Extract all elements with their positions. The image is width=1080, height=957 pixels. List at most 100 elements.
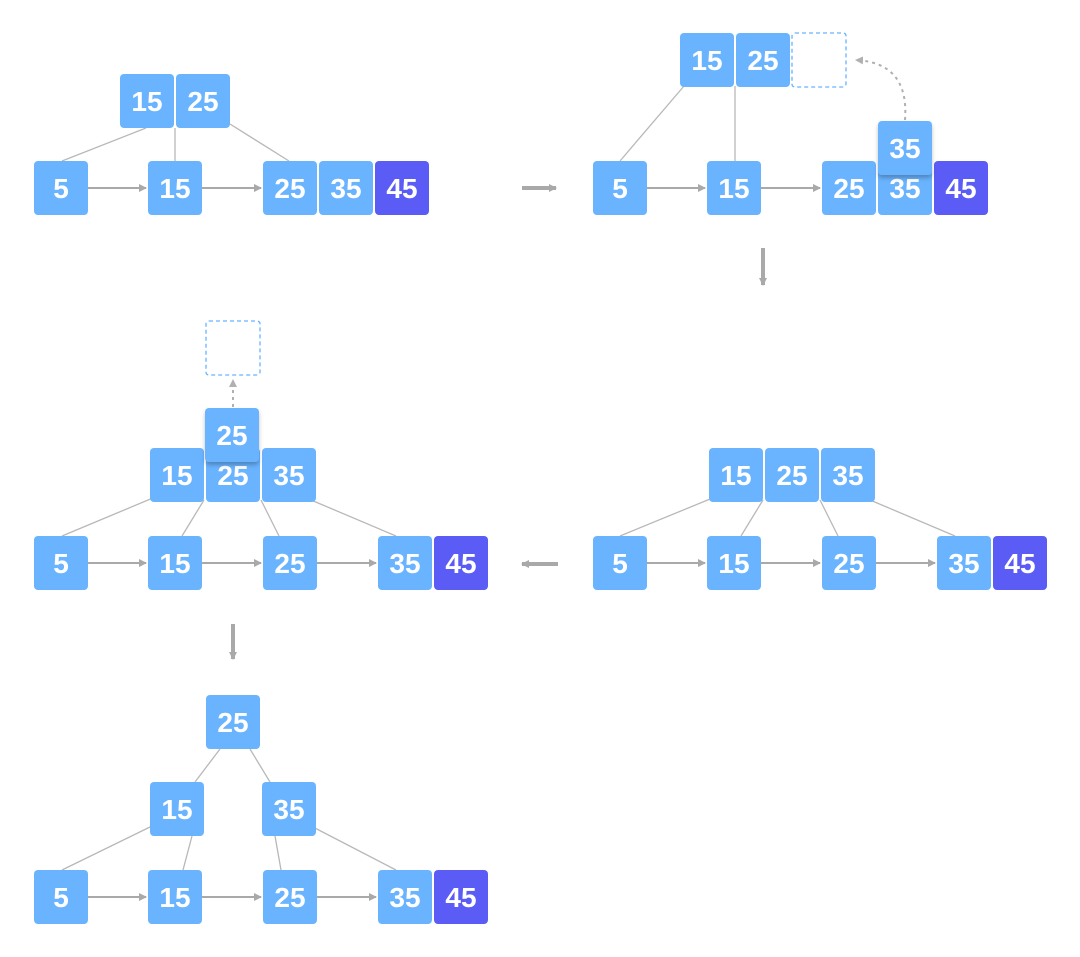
p1-leaf-1-key-0-label: 15 xyxy=(159,173,190,204)
p3-internal-key-0-label: 15 xyxy=(720,460,751,491)
p1-leaf-0-key-0-box xyxy=(34,161,88,215)
p5-leaf-3-key-0-box xyxy=(378,870,432,924)
p3-leaf-3-key-1-box xyxy=(993,536,1047,590)
p2-promote-arrow xyxy=(855,56,907,121)
p5-edge-5 xyxy=(310,825,397,871)
p2-edge-0 xyxy=(619,85,685,162)
p5-edge-1 xyxy=(249,748,271,783)
p4-leaf-3-key-1: 45 xyxy=(434,536,488,590)
p5-leaf-3-key-1-box xyxy=(434,870,488,924)
p5-internal-right-key-0-label: 35 xyxy=(273,794,304,825)
p4-moving-key-box xyxy=(205,408,259,462)
p1-internal-key-1-label: 25 xyxy=(187,86,218,117)
p3-leaf-3-key-1-label: 45 xyxy=(1004,548,1035,579)
p5-leaf-3-key-1: 45 xyxy=(434,870,488,924)
p4-leaf-3-key-1-label: 45 xyxy=(445,548,476,579)
p3-leaf-1-key-0-label: 15 xyxy=(718,548,749,579)
p4-internal-key-2-label: 35 xyxy=(273,460,304,491)
p1-leaf-2-key-2-box xyxy=(375,161,429,215)
p2-moving-key-label: 35 xyxy=(889,133,920,164)
tree-nodes: 15 25 5 15 25 35 45 15 25 5 15 25 35 45 15 25 35 5 15 25 35 4… xyxy=(34,33,1047,924)
p3-edge-1 xyxy=(740,499,764,537)
p1-leaf-2-key-1-box xyxy=(319,161,373,215)
p3-leaf-1-key-0-box xyxy=(707,536,761,590)
p4-leaf-0-key-0: 5 xyxy=(34,536,88,590)
p5-root-key-0-label: 25 xyxy=(217,707,248,738)
p5-edge-3 xyxy=(182,835,193,871)
p2-leaf-0-key-0-box xyxy=(593,161,647,215)
p2-internal-key-1-box xyxy=(736,33,790,87)
p1-leaf-1-key-0: 15 xyxy=(148,161,202,215)
p2-leaf-1-key-0: 15 xyxy=(707,161,761,215)
p4-leaf-2-key-0-box xyxy=(263,536,317,590)
p4-edge-1 xyxy=(181,499,205,537)
p5-edge-2 xyxy=(61,825,153,871)
p2-internal-key-1: 25 xyxy=(736,33,790,87)
p3-internal-key-2-box xyxy=(821,448,875,502)
p4-internal-key-0-box xyxy=(150,448,204,502)
p3-leaf-0-key-0-box xyxy=(593,536,647,590)
p5-leaf-1-key-0-label: 15 xyxy=(159,882,190,913)
p3-leaf-3-key-0: 35 xyxy=(937,536,991,590)
p4-leaf-3-key-0-box xyxy=(378,536,432,590)
p4-leaf-2-key-0: 25 xyxy=(263,536,317,590)
p2-leaf-2-key-0: 25 xyxy=(822,161,876,215)
p5-internal-left-key-0-label: 15 xyxy=(161,794,192,825)
p2-leaf-2-key-0-label: 25 xyxy=(833,173,864,204)
p1-internal-key-1: 25 xyxy=(176,74,230,128)
p4-leaf-1-key-0: 15 xyxy=(148,536,202,590)
p2-internal-key-1-label: 25 xyxy=(747,45,778,76)
p2-empty-slot xyxy=(791,32,847,88)
p5-internal-right-key-0-box xyxy=(262,782,316,836)
p5-leaf-2-key-0: 25 xyxy=(263,870,317,924)
p5-leaf-2-key-0-label: 25 xyxy=(274,882,305,913)
leaf-links xyxy=(88,184,936,901)
p2-leaf-2-key-1-label: 35 xyxy=(889,173,920,204)
p5-leaf-0-key-0: 5 xyxy=(34,870,88,924)
p1-leaf-2-key-1-label: 35 xyxy=(330,173,361,204)
p3-leaf-0-key-0-label: 5 xyxy=(612,548,628,579)
p4-new-root-slot xyxy=(205,320,261,376)
p4-internal-key-2-box xyxy=(262,448,316,502)
p3-internal-key-2: 35 xyxy=(821,448,875,502)
p2-leaf-0-key-0: 5 xyxy=(593,161,647,215)
p1-edge-2 xyxy=(229,123,290,162)
p4-leaf-1-key-0-label: 15 xyxy=(159,548,190,579)
p4-leaf-1-key-0-box xyxy=(148,536,202,590)
p4-internal-key-1-label: 25 xyxy=(217,460,248,491)
p4-leaf-3-key-0-label: 35 xyxy=(389,548,420,579)
p1-leaf-0-key-0-label: 5 xyxy=(53,173,69,204)
p3-leaf-2-key-0: 25 xyxy=(822,536,876,590)
p4-leaf-0-key-0-label: 5 xyxy=(53,548,69,579)
p3-internal-key-2-label: 35 xyxy=(832,460,863,491)
p5-internal-left-key-0: 15 xyxy=(150,782,204,836)
p2-leaf-1-key-0-label: 15 xyxy=(718,173,749,204)
p2-leaf-2-key-2-box xyxy=(934,161,988,215)
p5-leaf-0-key-0-label: 5 xyxy=(53,882,69,913)
p1-leaf-0-key-0: 5 xyxy=(34,161,88,215)
p4-internal-key-2: 35 xyxy=(262,448,316,502)
p1-internal-key-1-box xyxy=(176,74,230,128)
p1-internal-key-0-label: 15 xyxy=(131,86,162,117)
p4-internal-key-0: 15 xyxy=(150,448,204,502)
p4-leaf-3-key-0: 35 xyxy=(378,536,432,590)
p3-internal-key-1: 25 xyxy=(765,448,819,502)
p2-moving-key: 35 xyxy=(878,121,932,175)
p3-internal-key-1-box xyxy=(765,448,819,502)
p2-leaf-2-key-0-box xyxy=(822,161,876,215)
p1-leaf-1-key-0-box xyxy=(148,161,202,215)
p1-internal-key-0-box xyxy=(120,74,174,128)
p3-edge-2 xyxy=(819,499,839,537)
p3-internal-key-0-box xyxy=(709,448,763,502)
p1-leaf-2-key-0-label: 25 xyxy=(274,173,305,204)
p3-leaf-1-key-0: 15 xyxy=(707,536,761,590)
p1-edge-0 xyxy=(61,127,147,162)
p3-leaf-0-key-0: 5 xyxy=(593,536,647,590)
p3-edge-3 xyxy=(869,499,956,537)
p2-leaf-2-key-2-label: 45 xyxy=(945,173,976,204)
p1-leaf-2-key-1: 35 xyxy=(319,161,373,215)
p5-internal-left-key-0-box xyxy=(150,782,204,836)
p4-leaf-0-key-0-box xyxy=(34,536,88,590)
p3-leaf-2-key-0-label: 25 xyxy=(833,548,864,579)
